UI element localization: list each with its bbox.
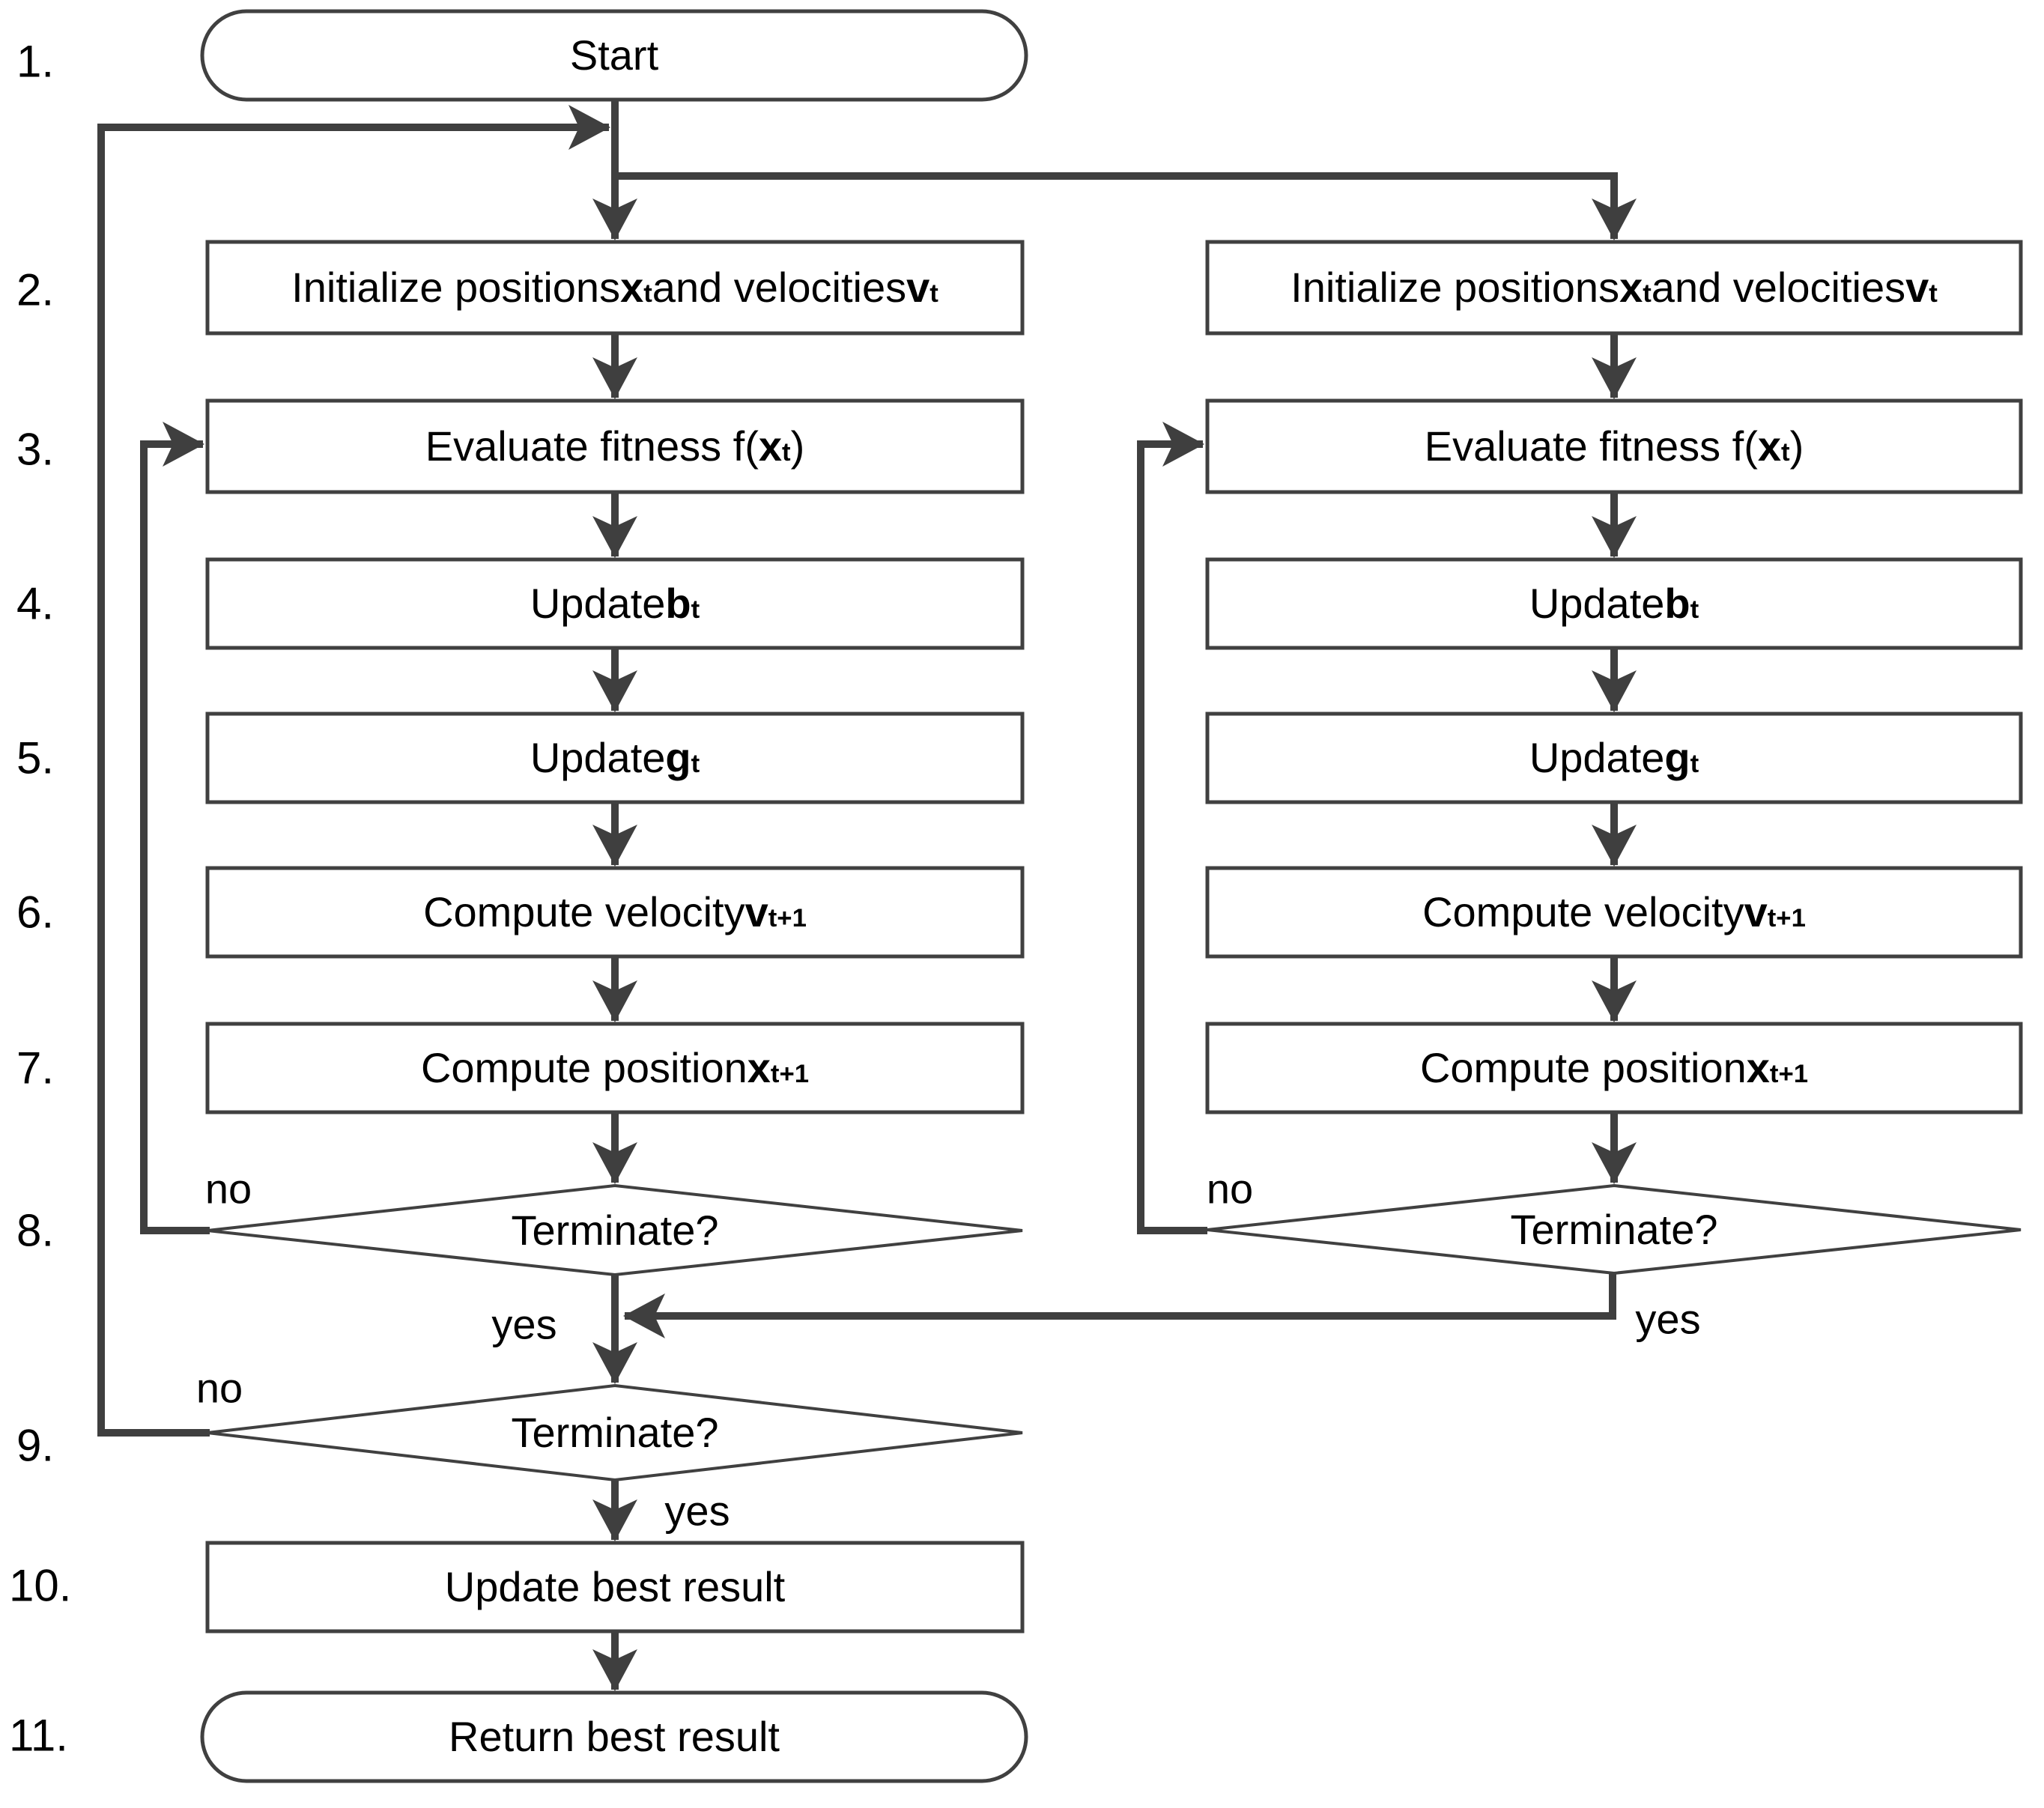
eval-left-shape <box>205 398 1025 494</box>
edge-label-yes-left: yes <box>491 1300 557 1348</box>
position-left-shape <box>205 1022 1025 1114</box>
edge-label-yes-main: yes <box>664 1487 730 1535</box>
velocity-left-shape <box>205 866 1025 959</box>
update-b-right-shape <box>1205 557 2023 650</box>
step-number-10: 10. <box>9 1560 72 1611</box>
step-number-3: 3. <box>16 424 55 475</box>
edge-label-no-main: no <box>195 1364 243 1412</box>
edge-yes-right-merge <box>623 1273 1616 1338</box>
update-best-shape <box>205 1541 1025 1633</box>
edge-label-no-left: no <box>204 1165 252 1213</box>
terminate-left-shape <box>207 1183 1023 1277</box>
node-terminate-left: Terminate? <box>511 1207 719 1255</box>
update-g-right-shape <box>1205 712 2023 804</box>
start-node-shape <box>200 9 1028 102</box>
eval-right-shape <box>1205 398 2023 494</box>
node-return-best: Return best result <box>449 1713 780 1761</box>
step-number-5: 5. <box>16 732 55 783</box>
edge-label-yes-right: yes <box>1635 1295 1701 1343</box>
edge-branch-to-init-right <box>615 172 1637 240</box>
step-number-2: 2. <box>16 264 55 315</box>
node-terminate-right: Terminate? <box>1510 1206 1718 1254</box>
step-number-8: 8. <box>16 1205 55 1256</box>
init-left-shape <box>205 240 1025 336</box>
node-start: Start <box>569 31 659 79</box>
update-g-left-shape <box>205 712 1025 804</box>
edge-label-no-right: no <box>1206 1165 1254 1213</box>
node-update-best: Update best result <box>444 1563 786 1611</box>
step-number-4: 4. <box>16 578 55 629</box>
terminate-right-shape <box>1207 1183 2022 1275</box>
step-number-6: 6. <box>16 887 55 938</box>
init-right-shape <box>1205 240 2023 336</box>
velocity-right-shape <box>1205 866 2023 959</box>
step-number-1: 1. <box>16 36 55 87</box>
edge-no-loop-right <box>1137 422 1207 1234</box>
edge-no-loop-left <box>140 422 210 1234</box>
return-best-shape <box>200 1690 1028 1783</box>
terminate-main-shape <box>207 1383 1023 1482</box>
step-number-11: 11. <box>9 1710 68 1761</box>
step-number-7: 7. <box>16 1043 55 1093</box>
edge-no-loop-outer <box>97 105 610 1437</box>
update-b-left-shape <box>205 557 1025 650</box>
step-number-9: 9. <box>16 1420 55 1471</box>
node-terminate-main: Terminate? <box>511 1409 719 1457</box>
position-right-shape <box>1205 1022 2023 1114</box>
